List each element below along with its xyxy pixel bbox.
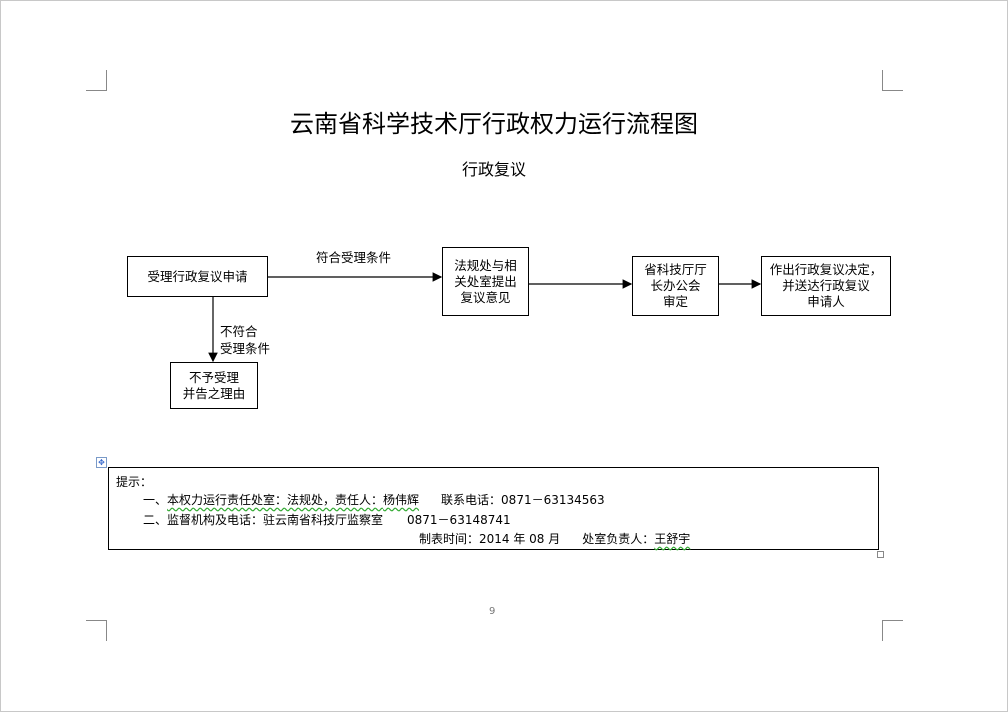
line1-person: 杨伟辉: [383, 493, 420, 507]
line1-prefix: 一、: [143, 493, 168, 507]
line2-phone: 0871－63148741: [407, 513, 511, 527]
crop-mark: [86, 70, 107, 91]
crop-mark: [882, 620, 903, 641]
notes-heading: 提示：: [116, 475, 153, 489]
table-resize-handle[interactable]: [877, 551, 884, 558]
box-apply: 受理行政复议申请: [127, 256, 268, 297]
label-reject: 不符合 受理条件: [220, 324, 271, 356]
line3-head-label: 处室负责人：: [582, 532, 655, 546]
box-review: 省科技厅厅 长办公会 审定: [632, 256, 719, 316]
line3-date: 制表时间：2014 年 08 月: [419, 532, 561, 546]
page-number: 9: [489, 606, 496, 617]
line1-unit: 本权力运行责任处室：法规处，责任人：: [167, 493, 384, 507]
line3-head: 王舒宇: [654, 532, 691, 546]
box-opinion: 法规处与相 关处室提出 复议意见: [442, 247, 529, 316]
notes-table: 提示： 一、本权力运行责任处室：法规处，责任人：杨伟辉 联系电话：0871－631…: [108, 467, 879, 550]
notes-line-3: 制表时间：2014 年 08 月 处室负责人：王舒宇: [419, 529, 690, 549]
table-move-handle-icon[interactable]: ✥: [96, 457, 107, 468]
notes-line-2: 二、监督机构及电话：驻云南省科技厅监察室 0871－63148741: [143, 510, 511, 530]
page-subtitle: 行政复议: [461, 160, 526, 179]
page-title: 云南省科学技术厅行政权力运行流程图: [290, 110, 698, 138]
line1-phone: 联系电话：0871－63134563: [441, 493, 605, 507]
crop-mark: [882, 70, 903, 91]
label-accept: 符合受理条件: [316, 250, 392, 265]
box-decision: 作出行政复议决定， 并送达行政复议 申请人: [761, 256, 891, 316]
notes-line-1: 一、本权力运行责任处室：法规处，责任人：杨伟辉 联系电话：0871－6313456…: [143, 490, 605, 510]
crop-mark: [86, 620, 107, 641]
box-reject: 不予受理 并告之理由: [170, 362, 258, 409]
line2-org: 二、监督机构及电话：驻云南省科技厅监察室: [143, 513, 384, 527]
